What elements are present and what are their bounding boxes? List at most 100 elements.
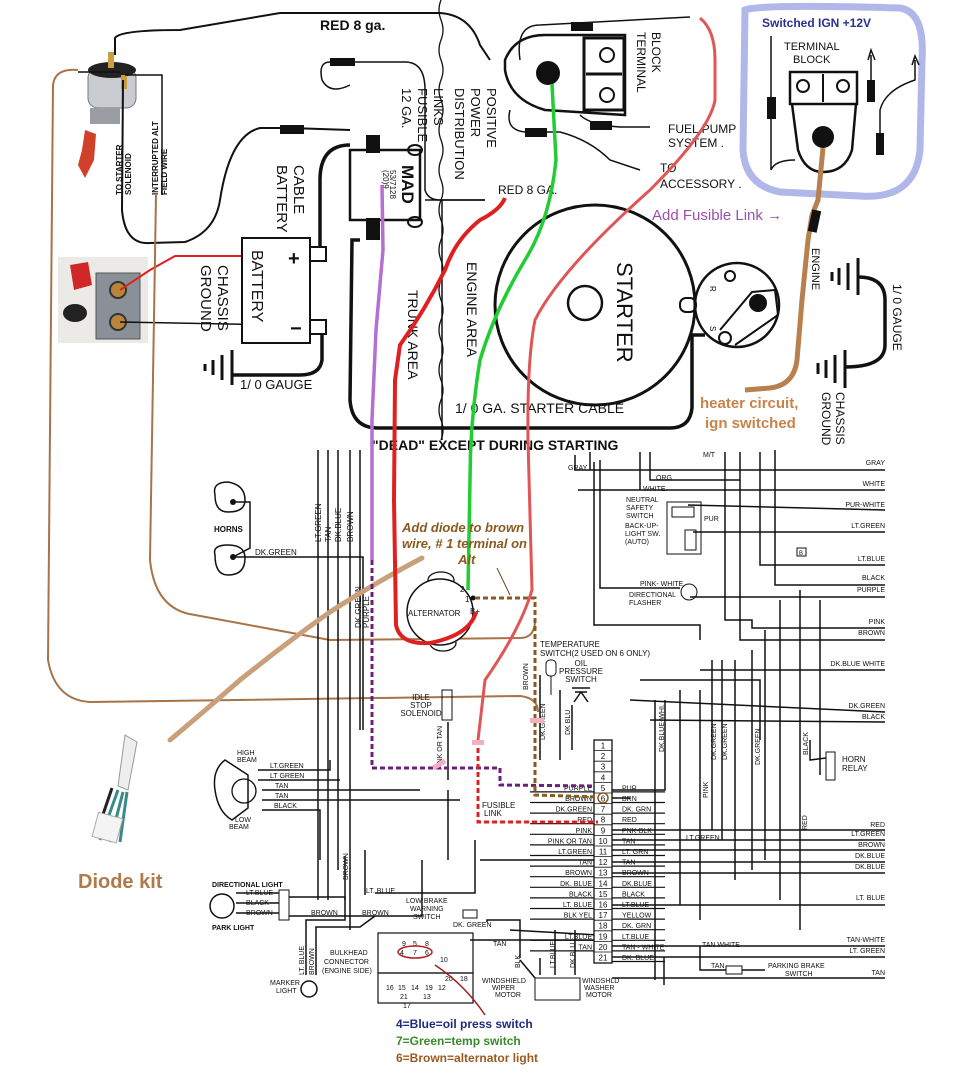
bulkhead-highlight-circle bbox=[397, 945, 433, 959]
heater-circuit-label: heater circuit, bbox=[700, 395, 798, 412]
solenoid-wire bbox=[78, 71, 163, 195]
harness-wire-14 bbox=[739, 480, 885, 641]
switched-ign-label: Switched IGN +12V bbox=[762, 16, 871, 30]
pin-number: 3 bbox=[601, 763, 606, 772]
bulkhead-cell: 18 bbox=[460, 976, 468, 983]
pin-right-wire: BROWN bbox=[622, 870, 649, 877]
pin-left-wire: BROWN bbox=[565, 870, 592, 877]
harness-wire-20 bbox=[629, 699, 886, 713]
engine-bay-outline bbox=[425, 199, 485, 440]
right-wire-label: LT.GREEN bbox=[851, 523, 885, 530]
right-wire-label: DK.BLUE bbox=[855, 864, 885, 871]
pin-left-wire: BLK YEL bbox=[564, 913, 592, 920]
right-wire-label: LT.BLUE bbox=[858, 556, 885, 563]
pin-number: 4 bbox=[601, 773, 606, 782]
harness-wire-54 bbox=[289, 896, 346, 900]
low-brake-switch bbox=[462, 909, 478, 919]
pin-number: 16 bbox=[599, 901, 608, 910]
pin-number: 12 bbox=[599, 858, 608, 867]
mt-label: M/T bbox=[703, 452, 716, 459]
bulkhead-cell: 19 bbox=[425, 985, 433, 992]
alt-terminal-2: 2 bbox=[460, 585, 465, 594]
harness-wire-4 bbox=[574, 455, 885, 471]
fusible-links-label: 12 GA.FUSIBLELINKS bbox=[399, 88, 446, 143]
interrupted-alt-field-label: INTERRUPTED ALTFIELD WIRE bbox=[151, 121, 169, 195]
tan-white-mid-label: TAN WHITE bbox=[702, 942, 740, 949]
starter-motor bbox=[493, 203, 697, 407]
connector-pin: 3 bbox=[594, 760, 612, 772]
alt-terminal-1: 1 bbox=[465, 595, 470, 604]
light-red-wire bbox=[476, 16, 717, 741]
pur-label: PUR bbox=[704, 516, 719, 523]
right-wire-label: DK.BLUE bbox=[855, 853, 885, 860]
chassis-ground-left-label: CHASSISGROUND bbox=[197, 265, 231, 332]
harness-wire-69 bbox=[519, 959, 536, 979]
marker-wire-ltblue: LT. BLUE bbox=[299, 946, 306, 975]
pin-left-wire: TAN bbox=[579, 944, 592, 951]
harness-wire-8 bbox=[649, 452, 741, 481]
battery-minus: − bbox=[290, 318, 302, 340]
pin-number: 10 bbox=[599, 837, 608, 846]
right-wire-label: LT. GREEN bbox=[849, 948, 885, 955]
pin-right-wire: TAN - WHITE bbox=[622, 944, 665, 951]
pin-right-wire: LT.BLUE bbox=[622, 934, 649, 941]
dir-wire-brown: BROWN bbox=[246, 910, 273, 917]
right-wire-label: DK.GREEN bbox=[848, 703, 885, 710]
pin-right-wire: DK. BLUE bbox=[622, 955, 654, 962]
pin-right-wire: DK. GRN bbox=[622, 923, 651, 930]
fusible-link-marker bbox=[807, 209, 822, 233]
right-wire-label: BLACK bbox=[862, 575, 885, 582]
right-wire-label: WHITE bbox=[862, 481, 885, 488]
right-wire-label: PURPLE bbox=[857, 587, 885, 594]
diode-kit-photo bbox=[91, 734, 138, 844]
black-vertical: BLACK bbox=[803, 732, 810, 755]
parking-brake-switch bbox=[725, 965, 743, 975]
dk-blue-white-vertical: DK.BLUE-WHI. bbox=[659, 704, 666, 752]
harness-wire-9 bbox=[687, 504, 886, 511]
right-wire-label: TAN-WHITE bbox=[847, 937, 886, 944]
brown-h-2: BROWN bbox=[362, 910, 389, 917]
park-light-label: PARK LIGHT bbox=[212, 925, 255, 932]
pin-number: 8 bbox=[601, 816, 606, 825]
terminal-block-1 bbox=[503, 22, 627, 137]
headlight-wire-5: BLACK bbox=[274, 803, 297, 810]
pink-vertical: PINK bbox=[703, 781, 710, 798]
battery-ground-cable bbox=[232, 335, 324, 377]
bulkhead-cell: 5 bbox=[413, 941, 417, 948]
pin-right-wire: RED bbox=[622, 817, 637, 824]
battery-disconnect-switch-photo bbox=[58, 257, 148, 343]
switched-ign-highlight bbox=[739, 2, 926, 200]
engine-ground-label: ENGINE bbox=[809, 248, 821, 290]
brown-loop-outer bbox=[46, 68, 539, 713]
area-divider bbox=[438, 0, 444, 441]
green-wire bbox=[466, 83, 558, 591]
bulkhead-cell: 13 bbox=[423, 994, 431, 1001]
vertical-ltgreen: LT.GREEN bbox=[314, 503, 323, 542]
battery bbox=[241, 237, 311, 344]
pink-or-tan-vertical: PINK OR TAN bbox=[437, 726, 444, 770]
pin-right-wire: TAN bbox=[622, 860, 635, 867]
pin-number: 21 bbox=[599, 954, 608, 963]
bulkhead-cell: 17 bbox=[403, 1003, 411, 1010]
pin-number: 6 bbox=[601, 795, 606, 804]
wiper-wire-blk: BLK bbox=[515, 954, 522, 968]
harness-wire-46 bbox=[258, 760, 331, 771]
harness-wire-19 bbox=[640, 679, 761, 740]
harness-wire-32 bbox=[809, 740, 827, 761]
right-wire-label: BROWN bbox=[858, 842, 885, 849]
pin-left-wire: BROWN bbox=[565, 796, 592, 803]
